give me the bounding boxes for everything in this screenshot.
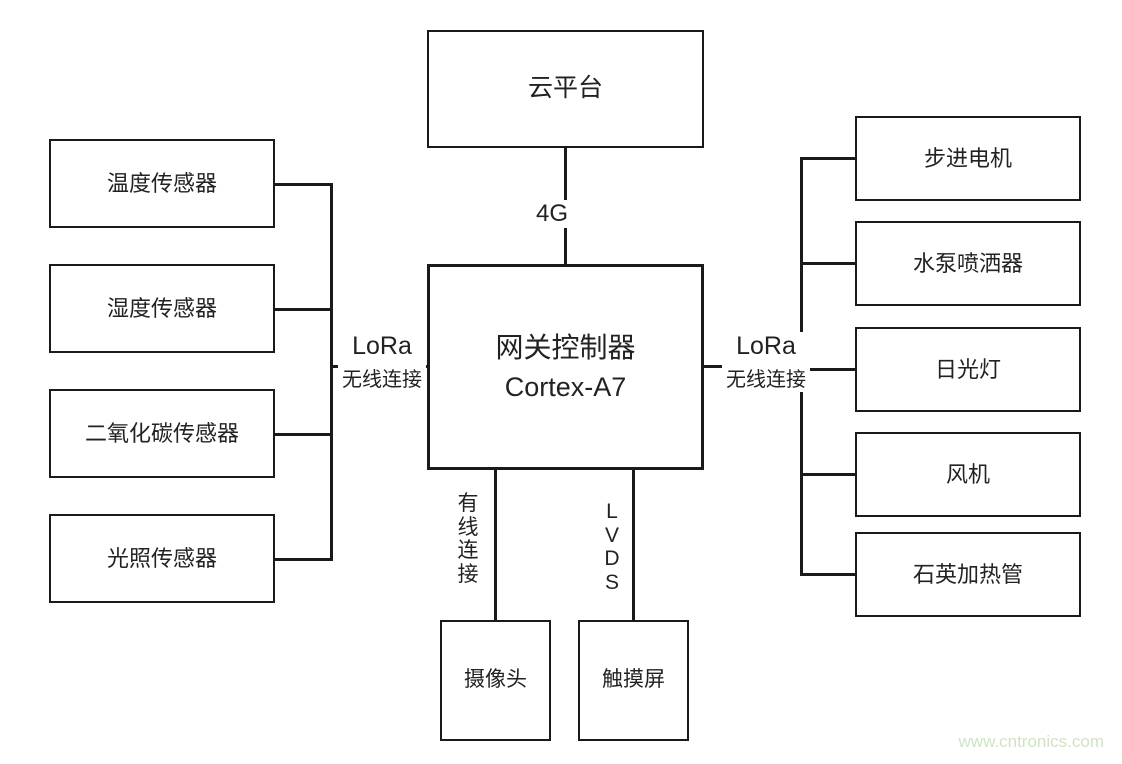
node-stepper-motor[interactable]: 步进电机 <box>855 116 1081 201</box>
node-co2-sensor-label: 二氧化碳传感器 <box>84 420 239 446</box>
node-daylight-lamp[interactable]: 日光灯 <box>855 327 1081 412</box>
edge-label-lora-left: LoRa 无线连接 <box>338 332 426 392</box>
wire-gateway-to-camera <box>494 468 497 622</box>
node-temperature-sensor-label: 温度传感器 <box>106 170 217 196</box>
edge-label-lvds-char-4: S <box>604 570 619 594</box>
edge-label-4g: 4G <box>536 200 569 228</box>
wire-stepper-stub <box>800 157 857 160</box>
node-camera-label: 摄像头 <box>464 668 527 692</box>
watermark: www.cntronics.com <box>958 732 1104 751</box>
wire-heater-stub <box>800 573 857 576</box>
node-light-sensor-label: 光照传感器 <box>106 545 217 571</box>
node-quartz-heating-tube[interactable]: 石英加热管 <box>855 532 1081 617</box>
edge-label-lora-right: LoRa 无线连接 <box>722 332 810 392</box>
node-humidity-sensor-label: 湿度传感器 <box>106 295 217 321</box>
node-gateway-controller[interactable]: 网关控制器 Cortex-A7 <box>427 264 704 470</box>
node-water-pump-sprayer-label: 水泵喷洒器 <box>912 250 1023 276</box>
node-fan[interactable]: 风机 <box>855 432 1081 517</box>
wire-humidity-stub <box>275 308 333 311</box>
edge-label-wired-connection: 有 线 连 接 <box>457 492 479 587</box>
wire-gateway-to-touchscreen <box>632 468 635 622</box>
edge-label-wired-char-3: 连 <box>457 539 479 563</box>
node-gateway-controller-chip: Cortex-A7 <box>504 371 627 402</box>
node-humidity-sensor[interactable]: 湿度传感器 <box>49 264 275 353</box>
edge-label-lvds-char-2: V <box>604 523 619 547</box>
edge-label-wired-char-1: 有 <box>457 492 479 515</box>
edge-label-lora-left-medium: 无线连接 <box>342 369 422 391</box>
edge-label-wired-char-2: 线 <box>457 515 479 539</box>
edge-label-lora-right-protocol: LoRa <box>736 332 796 360</box>
node-cloud-platform[interactable]: 云平台 <box>427 30 704 148</box>
node-co2-sensor[interactable]: 二氧化碳传感器 <box>49 389 275 478</box>
wire-fan-stub <box>800 473 857 476</box>
edge-label-lvds: L V D S <box>601 500 623 595</box>
node-fan-label: 风机 <box>945 461 990 487</box>
node-stepper-motor-label: 步进电机 <box>923 145 1012 171</box>
edge-label-lora-right-medium: 无线连接 <box>726 369 806 391</box>
node-touchscreen[interactable]: 触摸屏 <box>578 620 689 741</box>
node-temperature-sensor[interactable]: 温度传感器 <box>49 139 275 228</box>
wire-sensor-bus-vertical <box>330 183 333 559</box>
node-gateway-controller-label: 网关控制器 <box>495 331 636 363</box>
node-light-sensor[interactable]: 光照传感器 <box>49 514 275 603</box>
wire-pump-stub <box>800 262 857 265</box>
wire-co2-stub <box>275 433 333 436</box>
node-daylight-lamp-label: 日光灯 <box>934 356 1001 382</box>
node-cloud-platform-label: 云平台 <box>527 74 603 103</box>
node-water-pump-sprayer[interactable]: 水泵喷洒器 <box>855 221 1081 306</box>
edge-label-lora-left-protocol: LoRa <box>352 332 412 360</box>
edge-label-wired-char-4: 接 <box>457 562 479 586</box>
node-camera[interactable]: 摄像头 <box>440 620 551 741</box>
node-touchscreen-label: 触摸屏 <box>602 668 665 692</box>
wire-temperature-stub <box>275 183 333 186</box>
node-quartz-heating-tube-label: 石英加热管 <box>912 561 1023 587</box>
wire-light-stub <box>275 558 333 561</box>
edge-label-lvds-char-1: L <box>606 500 618 523</box>
edge-label-lvds-char-3: D <box>604 547 620 571</box>
wire-lamp-stub <box>800 368 857 371</box>
